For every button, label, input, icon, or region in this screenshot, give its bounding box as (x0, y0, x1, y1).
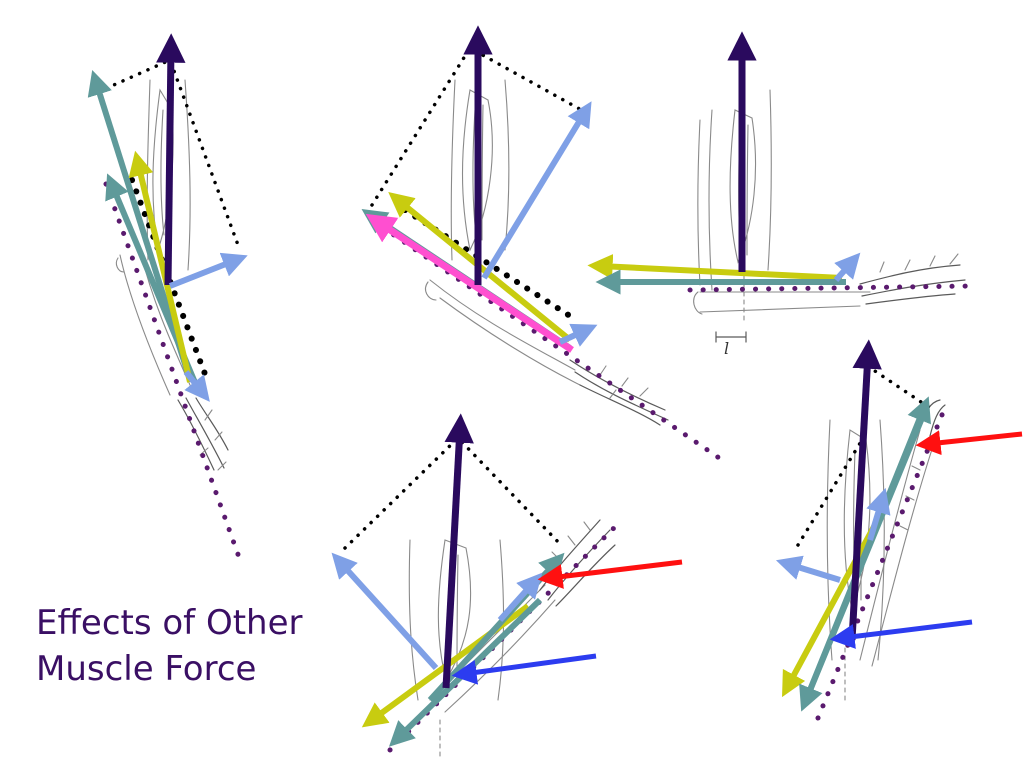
lever-arm-label: l (724, 339, 729, 358)
arm-sketch (425, 79, 669, 426)
blue-external-force-arrow (451, 653, 597, 685)
diagram-arm-horizontal: l (587, 31, 975, 358)
diagram-arm-angled (361, 25, 728, 465)
blue-external-force-arrow (829, 619, 973, 649)
lightblue-force-arrow (481, 101, 592, 280)
caption-line-2: Muscle Force (36, 649, 257, 689)
biceps-force-arrow (848, 339, 882, 641)
red-external-force-arrow (915, 430, 1023, 456)
caption-line-1: Effects of Other (36, 603, 303, 643)
diagram-arm-flexed (331, 413, 683, 761)
arm-sketch (693, 89, 966, 343)
biceps-force-arrow (442, 413, 474, 689)
slide-caption: Effects of Other Muscle Force (36, 600, 336, 692)
lightblue-force-arrow (497, 572, 543, 623)
forearm-axis (103, 181, 243, 563)
yellow-force-arrow (587, 254, 843, 281)
lightblue-force-arrow (558, 323, 598, 347)
diagram-arm-extended-down (87, 33, 248, 563)
lightblue-force-arrow (183, 370, 210, 402)
forearm-axis (815, 407, 947, 721)
construction-line (796, 361, 932, 547)
lightblue-force-arrow (775, 555, 841, 583)
forearm-axis (687, 283, 975, 293)
red-external-force-arrow (537, 559, 683, 589)
lightblue-force-arrow (833, 252, 861, 282)
diagram-arm-fully-flexed (775, 339, 1023, 721)
construction-line (96, 57, 240, 247)
lever-arm-bracket (715, 331, 747, 343)
construction-line (370, 45, 587, 207)
yellow-force-arrow (388, 192, 572, 343)
yellow-force-arrow (128, 150, 193, 383)
lightblue-force-arrow (331, 552, 439, 671)
biceps-force-arrow (156, 33, 186, 286)
lightblue-force-arrow (866, 487, 891, 541)
teal-force-arrow (803, 396, 931, 702)
pink-force-arrow (365, 213, 574, 353)
lightblue-force-arrow (168, 252, 248, 289)
construction-line (402, 207, 573, 319)
